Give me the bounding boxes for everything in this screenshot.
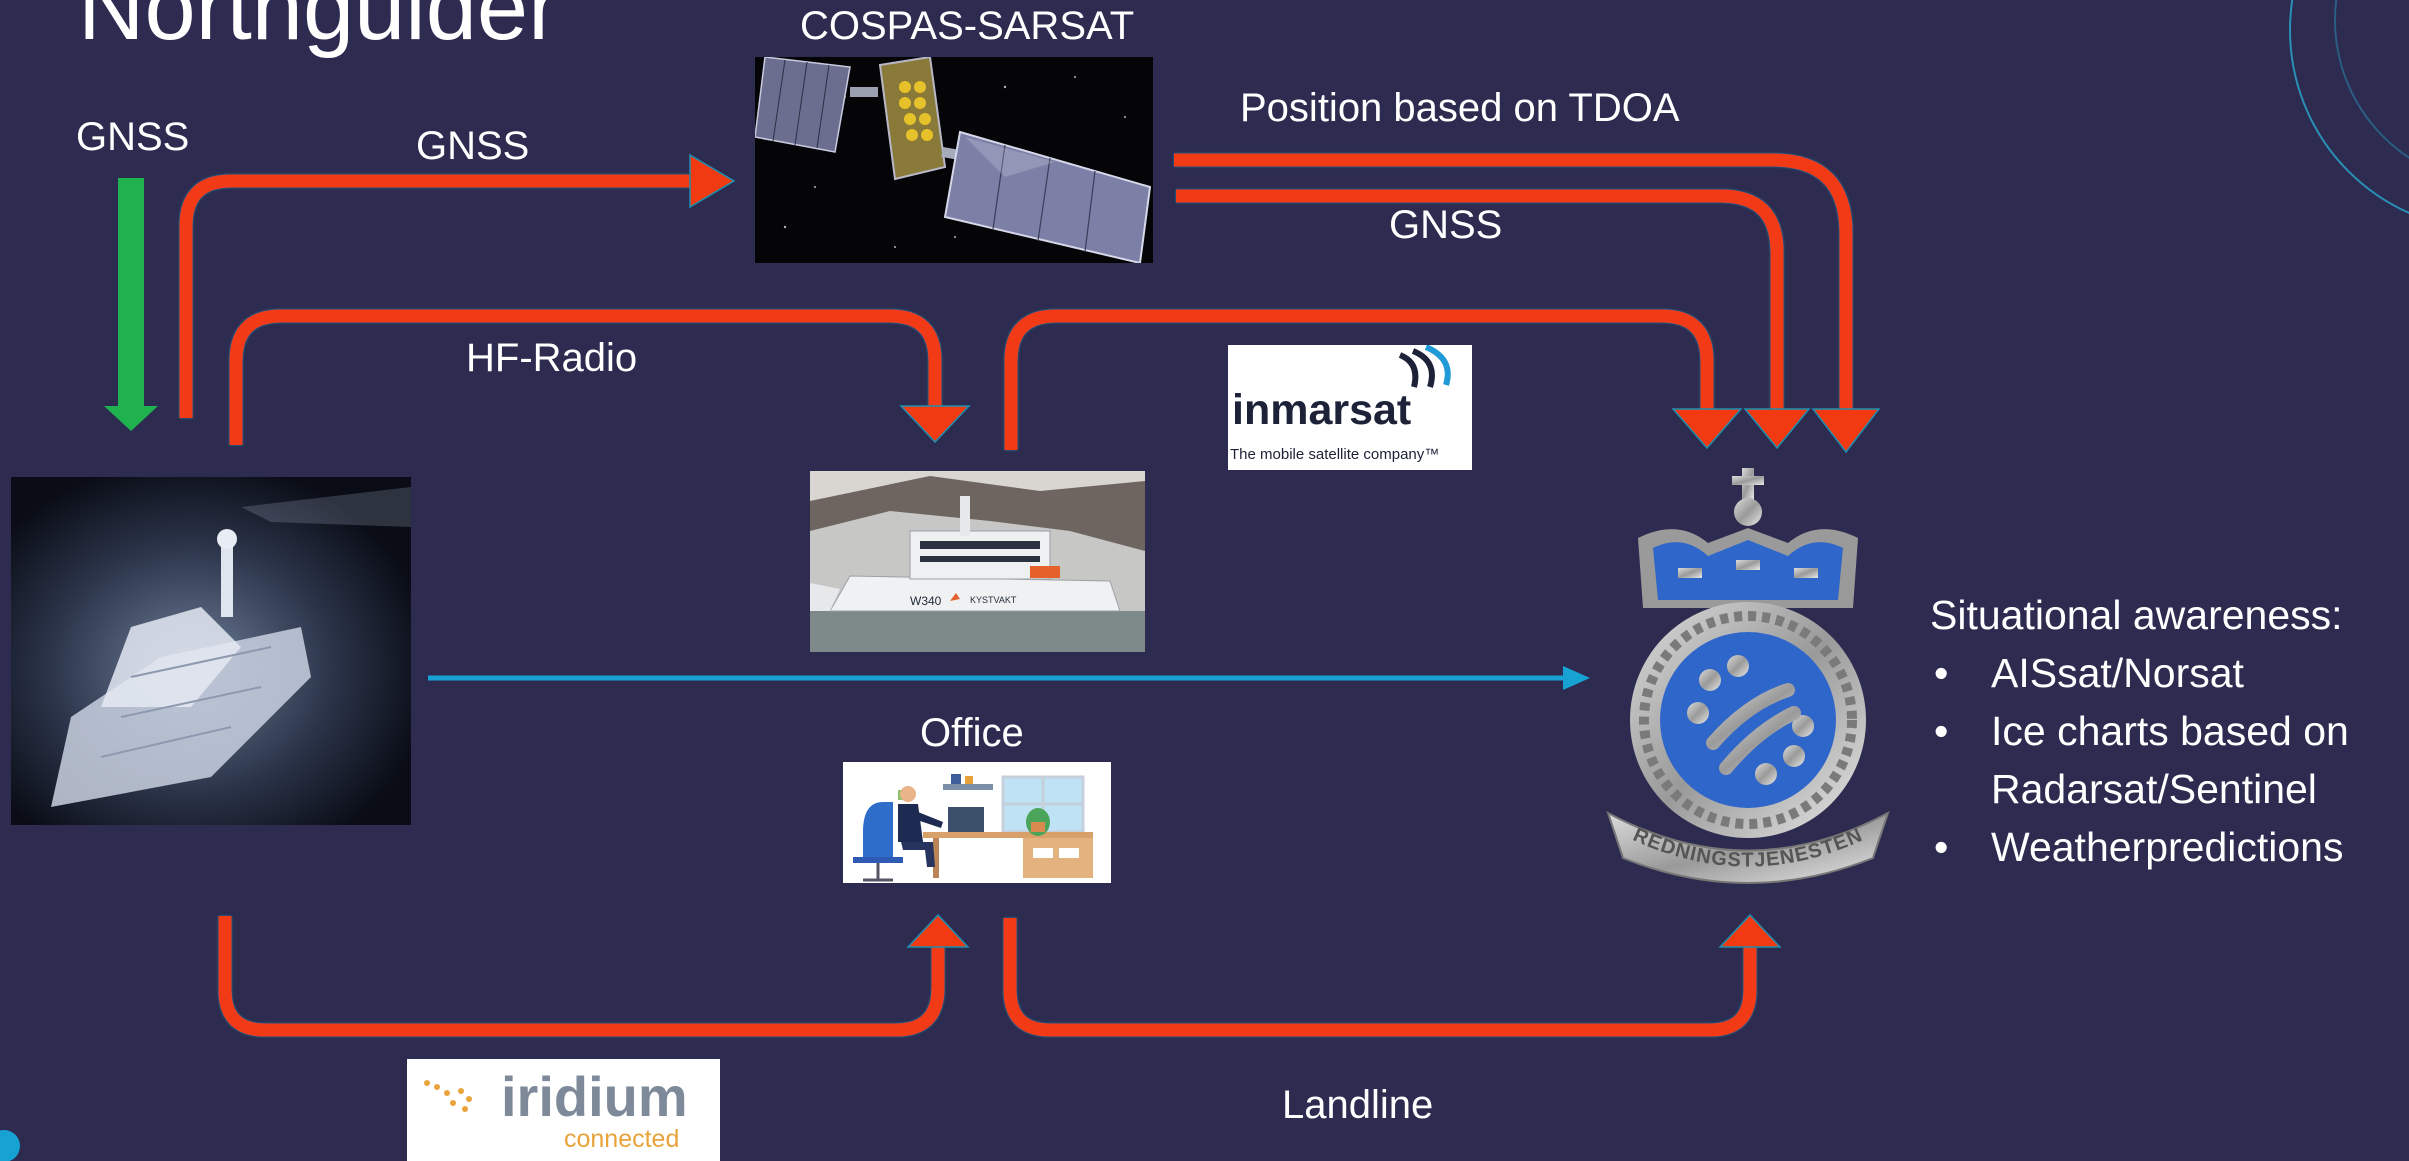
situational-awareness-heading: Situational awareness: — [1930, 592, 2343, 638]
iridium-name: iridium — [501, 1065, 688, 1128]
arrowhead-rescue-1 — [1671, 408, 1743, 450]
arrow-office-to-rescue — [1003, 918, 1757, 1037]
rescue-service-emblem: REDNINGSTJENESTEN — [1598, 468, 1898, 888]
hull-name: KYSTVAKT — [970, 595, 1017, 605]
iridium-sub: connected — [564, 1125, 680, 1153]
vessel-night-photo — [11, 477, 411, 825]
inmarsat-swoosh-icon — [1398, 345, 1451, 388]
arrowhead-office — [906, 913, 970, 948]
page-title: Northguider — [78, 0, 559, 59]
gnss-from-satellite-label: GNSS — [1389, 203, 1503, 247]
iridium-dots-icon — [424, 1080, 472, 1112]
arrow-ship-to-coastguard — [229, 309, 942, 445]
arrowhead-rescue-landline — [1718, 913, 1782, 948]
office-label: Office — [920, 711, 1024, 755]
situational-awareness-list: AISsat/Norsat Ice charts based on Radars… — [1930, 644, 2409, 876]
position-tdoa-label: Position based on TDOA — [1240, 86, 1680, 130]
arrowhead-coastguard — [899, 405, 971, 444]
list-item: Weatherpredictions — [1930, 818, 2409, 876]
gnss-vertical-label: GNSS — [76, 115, 190, 159]
hf-radio-label: HF-Radio — [466, 336, 638, 380]
iridium-logo: iridium connected — [407, 1059, 720, 1161]
hull-stripe — [950, 593, 960, 601]
inmarsat-logo: inmarsat The mobile satellite company™ — [1228, 345, 1472, 470]
hull-number: W340 — [910, 594, 942, 608]
cospas-sarsat-label: COSPAS-SARSAT — [800, 4, 1135, 48]
corner-dot — [0, 1130, 20, 1161]
satellite-photo — [755, 57, 1153, 263]
decorative-arcs — [2289, 0, 2409, 214]
arrowhead-rescue-2 — [1743, 408, 1811, 450]
inmarsat-name: inmarsat — [1232, 386, 1412, 434]
list-item: Ice charts based on Radarsat/Sentinel — [1930, 702, 2409, 818]
coastguard-ship-photo: W340 KYSTVAKT — [810, 471, 1145, 652]
arrow-satellite-tdoa-to-rescue — [1174, 153, 1853, 409]
inmarsat-tagline: The mobile satellite company™ — [1230, 446, 1440, 463]
arrow-satellite-gnss-to-rescue — [1176, 189, 1784, 409]
arrowhead-rescue-3 — [1811, 408, 1881, 454]
office-worker-illustration — [843, 762, 1111, 883]
list-item: AISsat/Norsat — [1930, 644, 2409, 702]
arrow-ais-blue — [428, 666, 1590, 690]
arrow-coastguard-to-rescue — [1004, 309, 1714, 450]
arrow-ship-to-office — [218, 916, 945, 1037]
landline-label: Landline — [1282, 1083, 1434, 1127]
arrowhead-satellite — [689, 153, 736, 209]
arrow-gnss-green — [104, 178, 158, 431]
arrow-ship-to-satellite — [179, 174, 690, 418]
gnss-to-satellite-label: GNSS — [416, 124, 530, 168]
